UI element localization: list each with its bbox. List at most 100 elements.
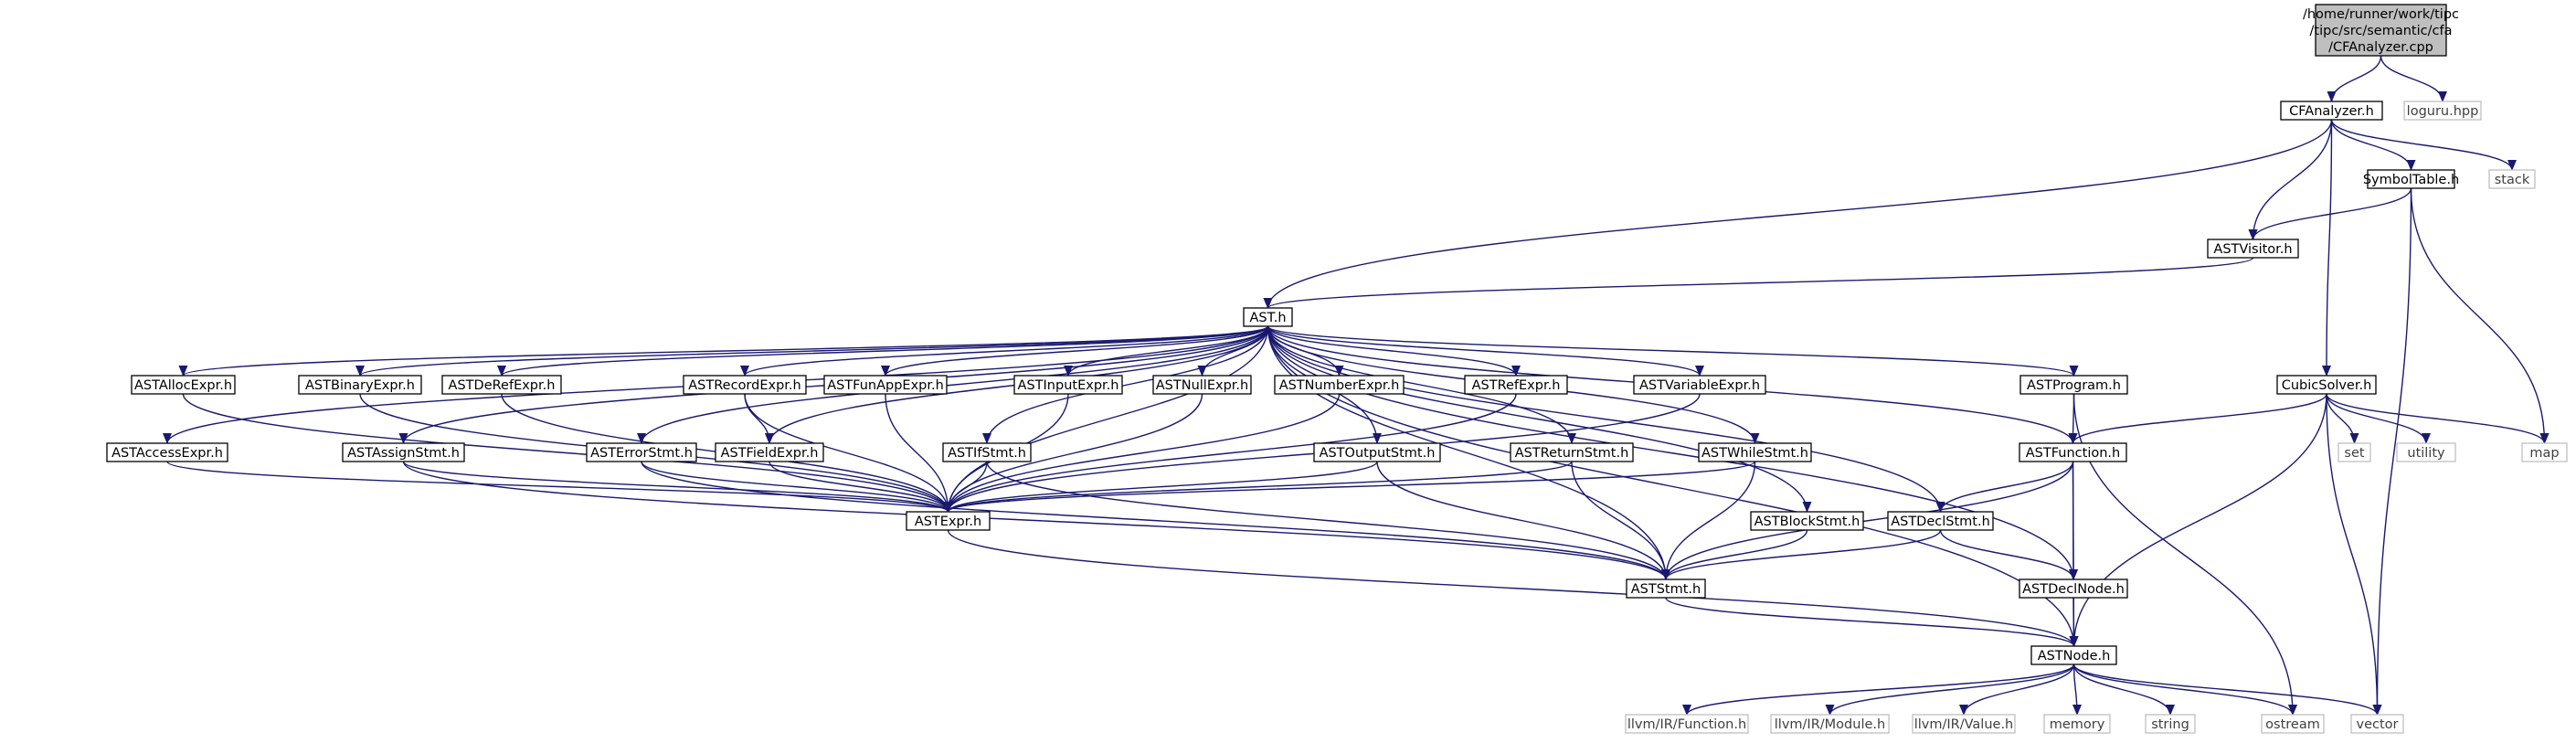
node-astprogram[interactable]: ASTProgram.h [2019, 375, 2128, 395]
edge-cubicsolver-to-astfunction [2068, 393, 2327, 444]
node-astvariableexpr[interactable]: ASTVariableExpr.h [1633, 375, 1766, 395]
node-astprogram-box [2019, 375, 2128, 395]
node-root-label: /CFAnalyzer.cpp [2328, 40, 2433, 55]
node-astassignstmt[interactable]: ASTAssignStmt.h [342, 442, 465, 462]
node-astrefexpr-label: ASTRefExpr.h [1472, 378, 1561, 393]
edge-astaccessexpr-to-astexpr [166, 461, 953, 513]
node-cfanalyzer-label: CFAnalyzer.h [2289, 104, 2374, 119]
node-astallocexpr-label: ASTAllocExpr.h [134, 378, 232, 393]
node-astallocexpr[interactable]: ASTAllocExpr.h [131, 375, 236, 395]
node-astaccessexpr[interactable]: ASTAccessExpr.h [106, 442, 228, 462]
node-ast[interactable]: AST.h [1243, 307, 1293, 327]
edge-ast-to-aststmt [1267, 325, 1670, 580]
node-astexpr[interactable]: ASTExpr.h [906, 511, 991, 531]
edge-astreturnstmt-to-aststmt [1571, 461, 1670, 580]
edge-astifstmt-to-aststmt [986, 461, 1670, 580]
node-astinputexpr[interactable]: ASTInputExpr.h [1013, 375, 1123, 395]
edge-symboltable-to-map [2410, 187, 2549, 444]
node-astfunappexpr[interactable]: ASTFunAppExpr.h [823, 375, 948, 395]
edge-ast-to-asterrorstmt [637, 325, 1269, 444]
node-stack-box [2488, 169, 2536, 189]
edge-astnode-to-llvmvalue [1959, 663, 2075, 716]
edge-symboltable-to-vector [2372, 187, 2412, 716]
node-loguru-box [2403, 101, 2482, 121]
node-utility-box [2396, 442, 2456, 462]
node-astrefexpr-box [1464, 375, 1568, 395]
node-astreturnstmt-label: ASTReturnStmt.h [1515, 446, 1629, 461]
edge-astrecordexpr-to-astexpr [744, 393, 953, 513]
node-string: string [2145, 714, 2196, 734]
edge-ast-to-astdeclnode [1267, 325, 2078, 580]
edge-astwhilestmt-to-aststmt [1661, 461, 1756, 580]
node-astrefexpr[interactable]: ASTRefExpr.h [1464, 375, 1568, 395]
node-astreturnstmt[interactable]: ASTReturnStmt.h [1510, 442, 1634, 462]
node-astfunction[interactable]: ASTFunction.h [2019, 442, 2127, 462]
node-astderefexpr-box [441, 375, 562, 395]
edge-astnode-to-llvmmodule [1825, 663, 2075, 716]
edge-astnode-to-string [2072, 663, 2175, 716]
node-astinputexpr-box [1013, 375, 1123, 395]
node-astderefexpr-label: ASTDeRefExpr.h [449, 378, 556, 393]
node-symboltable[interactable]: SymbolTable.h [2363, 169, 2459, 189]
node-set-label: set [2344, 446, 2364, 461]
edge-astfieldexpr-to-astexpr [769, 461, 953, 513]
node-astfunappexpr-box [823, 375, 948, 395]
edge-ast-to-astprogram [1267, 325, 2079, 377]
node-astnullexpr-label: ASTNullExpr.h [1156, 378, 1248, 393]
node-astbinaryexpr-label: ASTBinaryExpr.h [305, 378, 415, 393]
node-astfieldexpr[interactable]: ASTFieldExpr.h [715, 442, 824, 462]
node-astwhilestmt[interactable]: ASTWhileStmt.h [1698, 442, 1812, 462]
node-astinputexpr-label: ASTInputExpr.h [1018, 378, 1119, 393]
node-astblockstmt[interactable]: ASTBlockStmt.h [1750, 511, 1864, 531]
edge-asterrorstmt-to-astexpr [641, 461, 953, 513]
node-stack-label: stack [2495, 173, 2530, 187]
node-astderefexpr[interactable]: ASTDeRefExpr.h [441, 375, 562, 395]
node-aststmt-label: ASTStmt.h [1631, 582, 1701, 597]
node-cubicsolver[interactable]: CubicSolver.h [2276, 375, 2377, 395]
node-astnullexpr[interactable]: ASTNullExpr.h [1152, 375, 1252, 395]
edge-cubicsolver-to-set [2326, 393, 2359, 444]
node-astrecordexpr[interactable]: ASTRecordExpr.h [683, 375, 807, 395]
edge-astfunappexpr-to-astexpr [885, 393, 953, 513]
edge-astvisitor-to-ast [1263, 257, 2254, 309]
edge-cubicsolver-to-utility [2326, 393, 2431, 444]
node-astoutputstmt[interactable]: ASTOutputStmt.h [1313, 442, 1441, 462]
node-astbinaryexpr[interactable]: ASTBinaryExpr.h [298, 375, 422, 395]
node-ast-label: AST.h [1249, 311, 1286, 325]
edge-astfunction-to-astdeclstmt [1935, 461, 2074, 513]
node-ostream-label: ostream [2265, 717, 2320, 732]
node-astaccessexpr-label: ASTAccessExpr.h [111, 446, 223, 461]
node-astassignstmt-box [342, 442, 465, 462]
node-asterrorstmt[interactable]: ASTErrorStmt.h [586, 442, 697, 462]
node-root-label: /tipc/src/semantic/cfa [2310, 24, 2453, 38]
node-llvmvalue-label: llvm/IR/Value.h [1914, 717, 2014, 732]
node-utility: utility [2396, 442, 2456, 462]
node-astfunappexpr-label: ASTFunAppExpr.h [827, 378, 944, 393]
node-map-box [2521, 442, 2568, 462]
edge-ast-to-astallocexpr [178, 325, 1269, 377]
node-astdeclstmt[interactable]: ASTDeclStmt.h [1887, 511, 1994, 531]
node-llvmvalue-box [1912, 714, 2016, 734]
edge-asterrorstmt-to-aststmt [641, 461, 1670, 580]
node-root[interactable]: /home/runner/work/tipc/tipc/src/semantic… [2303, 4, 2459, 57]
node-cfanalyzer[interactable]: CFAnalyzer.h [2280, 101, 2383, 121]
node-string-box [2145, 714, 2196, 734]
node-astnumberexpr[interactable]: ASTNumberExpr.h [1274, 375, 1405, 395]
edge-astdeclstmt-to-aststmt [1661, 529, 1942, 580]
node-astnode[interactable]: ASTNode.h [2030, 645, 2117, 665]
node-llvmmodule-box [1770, 714, 1890, 734]
node-astoutputstmt-label: ASTOutputStmt.h [1320, 446, 1436, 461]
edge-symboltable-to-astvisitor [2248, 187, 2412, 240]
node-astnode-label: ASTNode.h [2038, 649, 2111, 663]
nodes-layer: /home/runner/work/tipc/tipc/src/semantic… [106, 4, 2568, 734]
node-stack: stack [2488, 169, 2536, 189]
node-astifstmt[interactable]: ASTIfStmt.h [942, 442, 1032, 462]
node-llvmfunction-box [1625, 714, 1749, 734]
edge-ast-to-astfunappexpr [881, 325, 1269, 377]
node-astdeclnode[interactable]: ASTDeclNode.h [2019, 578, 2128, 599]
edge-astassignstmt-to-astexpr [402, 461, 953, 513]
node-astblockstmt-label: ASTBlockStmt.h [1754, 515, 1860, 529]
node-astvisitor[interactable]: ASTVisitor.h [2207, 239, 2299, 259]
node-aststmt[interactable]: ASTStmt.h [1626, 578, 1706, 599]
